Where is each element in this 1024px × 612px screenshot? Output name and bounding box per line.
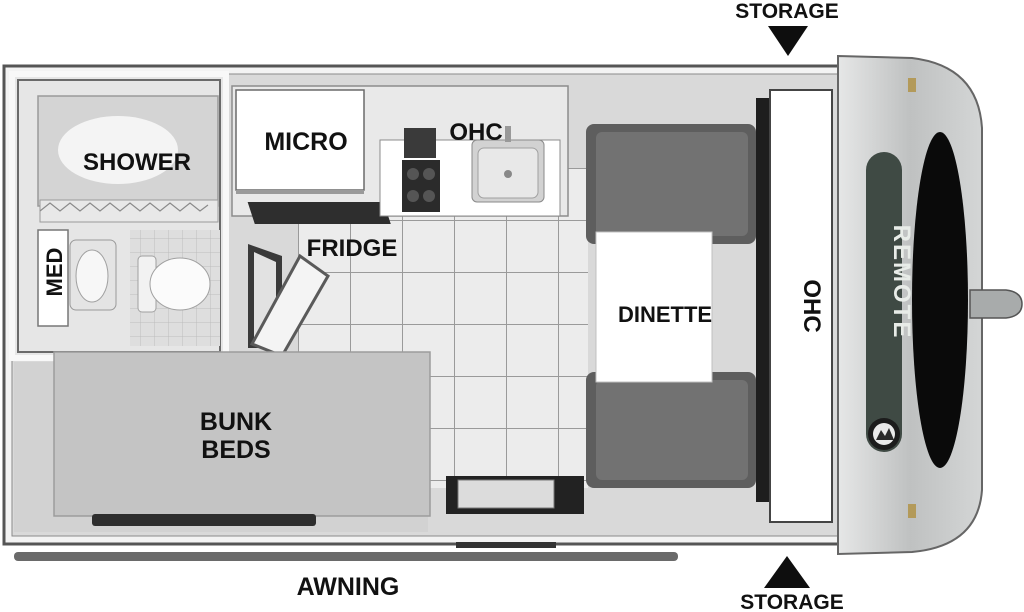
label-micro: MICRO [264, 128, 347, 156]
shower-pan [58, 116, 178, 184]
label-med: MED [42, 248, 67, 297]
bathroom [9, 71, 229, 361]
front-cap: REMOTE [837, 54, 983, 556]
storage-bottom-arrow [764, 556, 810, 588]
label-ohc-kitchen: OHC [449, 119, 502, 146]
awning [14, 542, 678, 561]
fridge [248, 244, 330, 358]
label-bunk-line2: BEDS [201, 436, 270, 464]
label-storage-top: STORAGE [735, 0, 838, 23]
storage-top-arrow [768, 26, 808, 56]
med-cabinet [37, 229, 69, 327]
label-fridge: FRIDGE [307, 235, 398, 262]
dinette [586, 124, 756, 488]
label-awning: AWNING [297, 573, 400, 601]
galley [231, 85, 569, 224]
brand-name: REMOTE [888, 225, 915, 340]
dinette-table [595, 231, 713, 383]
galley-sink [471, 126, 545, 203]
label-shower: SHOWER [83, 149, 191, 176]
label-bunk-line1: BUNK [200, 408, 272, 436]
label-storage-bottom: STORAGE [740, 591, 843, 612]
brand-stripe [866, 152, 902, 452]
front-ohc [756, 89, 833, 523]
hitch-coupler [969, 289, 1023, 319]
floor-hatch [446, 476, 584, 514]
label-ohc-front: OHC [798, 279, 825, 332]
range-hood [247, 202, 391, 224]
bathroom-sink [75, 249, 109, 303]
cooktop [402, 128, 440, 212]
bunk-beds [14, 351, 431, 532]
toilet [137, 255, 211, 313]
microwave [235, 89, 365, 191]
label-dinette: DINETTE [618, 302, 712, 327]
brand-logo-badge [868, 418, 900, 450]
front-window [912, 132, 968, 468]
